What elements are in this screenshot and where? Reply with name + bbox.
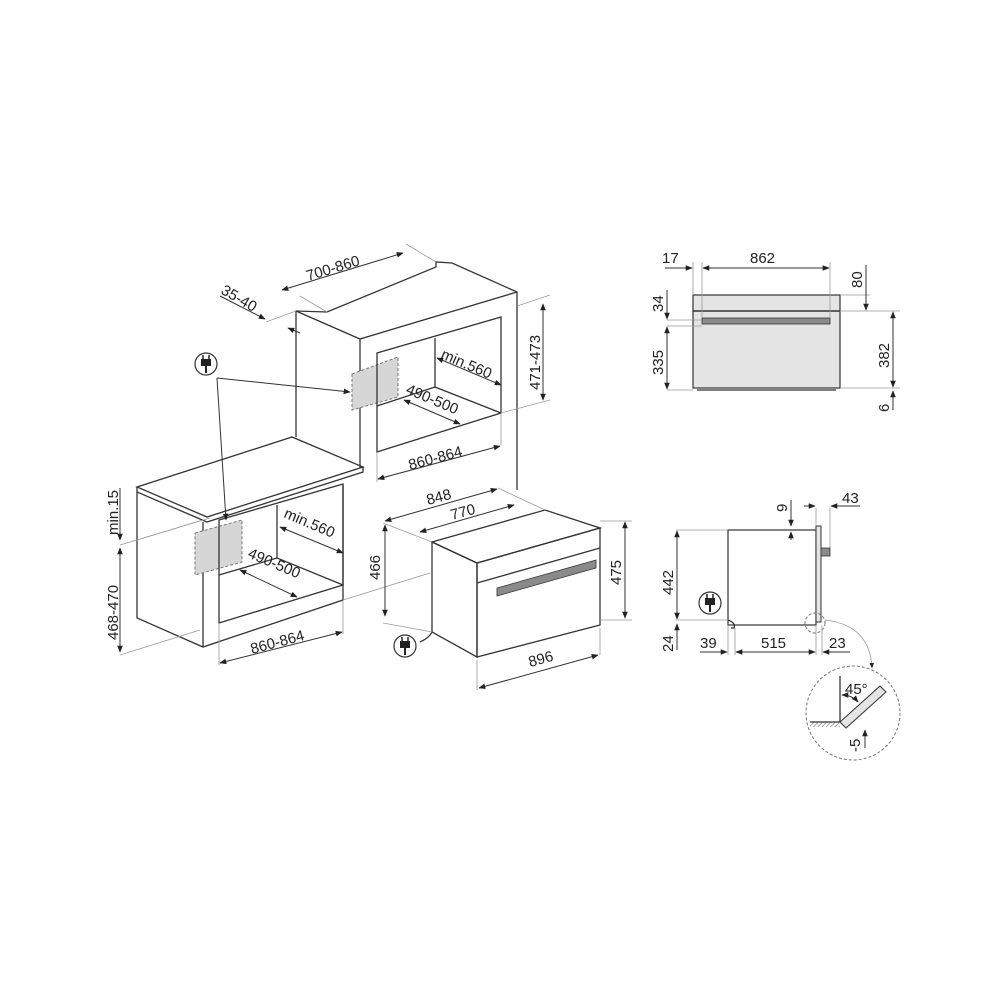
side-front-label: 23 [829, 635, 846, 652]
oven-depth-body-label: 770 [449, 501, 478, 524]
detail-marker [804, 612, 826, 634]
lower-cabinet [117, 436, 431, 665]
upper-width-label: 700-860 [304, 252, 362, 284]
upper-cutout-area [351, 356, 399, 411]
lower-opening-width-label: 860-864 [249, 627, 307, 658]
oven-isometric [382, 487, 632, 690]
front-feet-label: 6 [876, 404, 893, 412]
front-height-label: 382 [876, 343, 893, 368]
plug-icon [393, 634, 417, 658]
oven-height-front-label: 475 [608, 560, 625, 585]
front-left-offset-label: 17 [662, 250, 679, 267]
plug-icon [698, 591, 722, 615]
oven-height-body-label: 466 [367, 555, 384, 580]
lower-clearance-label: min.15 [105, 490, 122, 535]
oven-handle [496, 559, 597, 597]
side-depth-label: 515 [761, 635, 786, 652]
front-lower-label: 335 [650, 350, 667, 375]
side-view [674, 500, 875, 669]
oven-depth-total-label: 848 [425, 486, 454, 509]
front-width-label: 862 [750, 250, 775, 267]
detail-view [805, 665, 901, 761]
side-height-label: 442 [660, 570, 677, 595]
side-rear-label: 39 [700, 635, 717, 652]
upper-height-label: 471-473 [527, 335, 544, 390]
front-view [664, 262, 900, 410]
side-top-gap-label: 9 [774, 504, 791, 512]
oven-width-front-label: 896 [527, 648, 556, 671]
detail-angle-label: 45° [845, 681, 868, 698]
side-bottom-label: 24 [660, 635, 677, 652]
upper-cabinet [219, 243, 551, 490]
plug-icon [194, 352, 218, 376]
front-top-band-label: 80 [849, 271, 866, 288]
detail-offset-label: -5 [847, 739, 864, 752]
upper-opening-width-label: 860-864 [407, 443, 465, 474]
upper-depth-label: min.560 [438, 346, 494, 383]
front-handle [701, 317, 831, 325]
side-door-depth-label: 43 [842, 490, 859, 507]
lower-height-label: 468-470 [105, 585, 122, 640]
front-handle-label: 34 [650, 295, 667, 312]
upper-opening-depth-label: 490-500 [403, 381, 460, 418]
lower-depth-label: min.560 [281, 505, 337, 542]
upper-counter-depth-label: 35-40 [218, 282, 260, 316]
